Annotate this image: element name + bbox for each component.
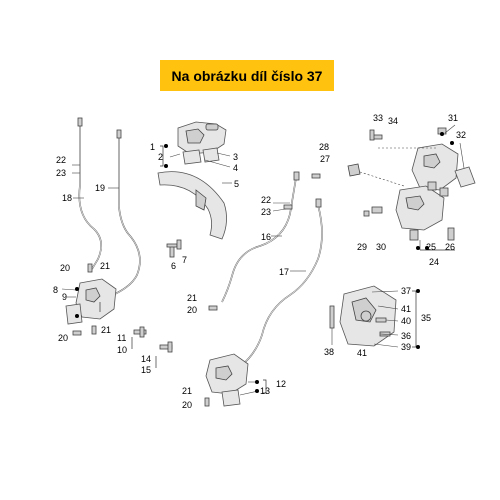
callout-30: 30 [376, 242, 386, 252]
callout-41-a: 41 [401, 304, 411, 314]
callout-35: 35 [421, 313, 431, 323]
callout-21-c: 21 [187, 293, 197, 303]
right-caliper-assembly [347, 124, 476, 251]
callout-16: 16 [261, 232, 271, 242]
callout-25: 25 [426, 242, 436, 252]
callout-21-a: 21 [100, 261, 110, 271]
callout-37: 37 [401, 286, 411, 296]
callout-29: 29 [357, 242, 367, 252]
callout-20-b: 20 [58, 333, 68, 343]
rear-left-caliper [61, 263, 117, 336]
bolts-10-11 [131, 326, 147, 349]
callout-1: 1 [150, 142, 155, 152]
callout-20-c: 20 [187, 305, 197, 315]
callout-32: 32 [456, 130, 466, 140]
label-brackets [99, 145, 267, 394]
callout-31: 31 [448, 113, 458, 123]
callout-9: 9 [62, 292, 67, 302]
callout-22-b: 22 [261, 195, 271, 205]
callout-22-a: 22 [56, 155, 66, 165]
center-hose-lines [208, 171, 323, 366]
callout-23-b: 23 [261, 207, 271, 217]
callout-3: 3 [233, 152, 238, 162]
callout-39: 39 [401, 342, 411, 352]
callout-26: 26 [445, 242, 455, 252]
callout-21-b: 21 [101, 325, 111, 335]
callout-labels: 1 2 3 4 5 6 7 8 9 10 11 12 13 14 15 16 1… [53, 113, 466, 410]
bolts-6-7 [166, 239, 182, 258]
disc-guard [157, 171, 232, 240]
callout-5: 5 [234, 179, 239, 189]
callout-19: 19 [95, 183, 105, 193]
callout-2: 2 [158, 152, 163, 162]
callout-33: 33 [373, 113, 383, 123]
lower-center-caliper [204, 353, 259, 407]
banner-text: Na obrázku díl číslo 37 [171, 67, 323, 84]
callout-10: 10 [117, 345, 127, 355]
callout-20-a: 20 [60, 263, 70, 273]
callout-12: 12 [276, 379, 286, 389]
callout-28: 28 [319, 142, 329, 152]
callout-11: 11 [117, 333, 126, 343]
callout-34: 34 [388, 116, 398, 126]
callout-27: 27 [320, 154, 330, 164]
callout-13: 13 [260, 386, 270, 396]
callout-14: 14 [141, 354, 151, 364]
front-caliper-assembly [169, 121, 231, 168]
bolts-14-15 [155, 341, 173, 368]
reference-dots [75, 132, 454, 393]
callout-40: 40 [401, 316, 411, 326]
callout-20-d: 20 [182, 400, 192, 410]
right-master-caliper [329, 285, 417, 348]
part-banner: Na obrázku díl číslo 37 [160, 60, 334, 91]
callout-4: 4 [233, 163, 238, 173]
left-hose-lines [72, 117, 141, 302]
callout-21-d: 21 [182, 386, 192, 396]
callout-6: 6 [171, 261, 176, 271]
callout-36: 36 [401, 331, 411, 341]
callout-8: 8 [53, 285, 58, 295]
callout-7: 7 [182, 255, 187, 265]
callout-24: 24 [429, 257, 439, 267]
callout-15: 15 [141, 365, 151, 375]
callout-38: 38 [324, 347, 334, 357]
callout-17: 17 [279, 267, 289, 277]
callout-18: 18 [62, 193, 72, 203]
callout-23-a: 23 [56, 168, 66, 178]
callout-41-b: 41 [357, 348, 367, 358]
